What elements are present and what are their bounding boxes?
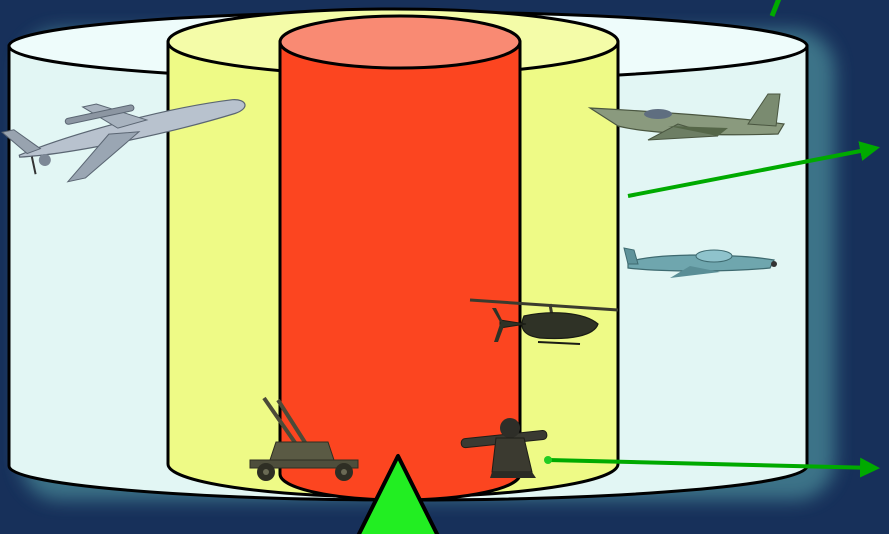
arrow-partial-top (772, 0, 780, 16)
arrow-origin-dot (544, 456, 552, 464)
inner-zone-top (280, 16, 520, 68)
inner-zone-body (280, 42, 520, 500)
inner-zone-cylinder (280, 16, 520, 500)
